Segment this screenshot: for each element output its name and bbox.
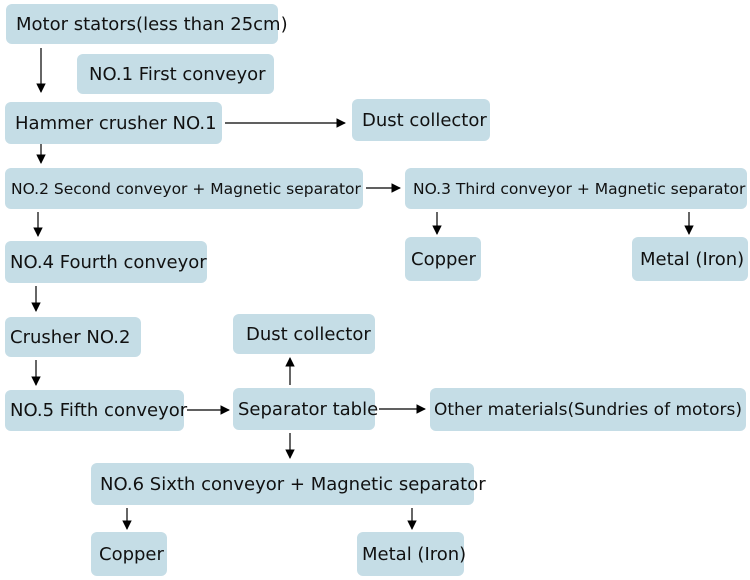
node-label: Hammer crusher NO.1 xyxy=(15,112,217,134)
node-label: NO.1 First conveyor xyxy=(89,63,266,85)
node-label: NO.4 Fourth conveyor xyxy=(10,251,207,273)
node-conveyor-5: NO.5 Fifth conveyor xyxy=(5,390,188,431)
node-other-materials: Other materials(Sundries of motors) xyxy=(430,388,746,431)
node-crusher-2: Crusher NO.2 xyxy=(5,317,141,357)
node-motor-stators: Motor stators(less than 25cm) xyxy=(6,4,288,44)
node-copper-bottom: Copper xyxy=(91,532,167,576)
node-label: Dust collector xyxy=(362,109,487,131)
node-label: Metal (Iron) xyxy=(640,248,745,270)
node-conveyor-6: NO.6 Sixth conveyor + Magnetic separator xyxy=(91,463,486,505)
node-label: Crusher NO.2 xyxy=(10,326,131,348)
node-label: Copper xyxy=(411,248,476,270)
node-dust-collector-mid: Dust collector xyxy=(233,314,375,354)
node-label: NO.2 Second conveyor + Magnetic separato… xyxy=(11,179,361,198)
node-separator-table: Separator table xyxy=(233,388,379,430)
node-label: Other materials(Sundries of motors) xyxy=(434,399,742,420)
node-metal-iron-top: Metal (Iron) xyxy=(632,237,748,281)
node-label: NO.3 Third conveyor + Magnetic separator xyxy=(413,179,746,198)
node-label: NO.6 Sixth conveyor + Magnetic separator xyxy=(100,473,486,495)
node-conveyor-2: NO.2 Second conveyor + Magnetic separato… xyxy=(5,168,363,209)
node-copper-top: Copper xyxy=(405,237,481,281)
node-dust-collector-top: Dust collector xyxy=(352,99,490,141)
node-label: Copper xyxy=(99,543,164,565)
node-label: Motor stators(less than 25cm) xyxy=(16,13,288,35)
node-label: Separator table xyxy=(238,398,379,420)
node-hammer-crusher-1: Hammer crusher NO.1 xyxy=(5,102,222,144)
node-label: NO.5 Fifth conveyor xyxy=(10,400,188,421)
node-conveyor-3: NO.3 Third conveyor + Magnetic separator xyxy=(405,168,747,209)
node-conveyor-1: NO.1 First conveyor xyxy=(77,54,274,94)
node-metal-iron-bottom: Metal (Iron) xyxy=(357,532,467,576)
node-conveyor-4: NO.4 Fourth conveyor xyxy=(5,241,207,283)
node-label: Metal (Iron) xyxy=(362,543,467,565)
node-label: Dust collector xyxy=(246,323,371,345)
